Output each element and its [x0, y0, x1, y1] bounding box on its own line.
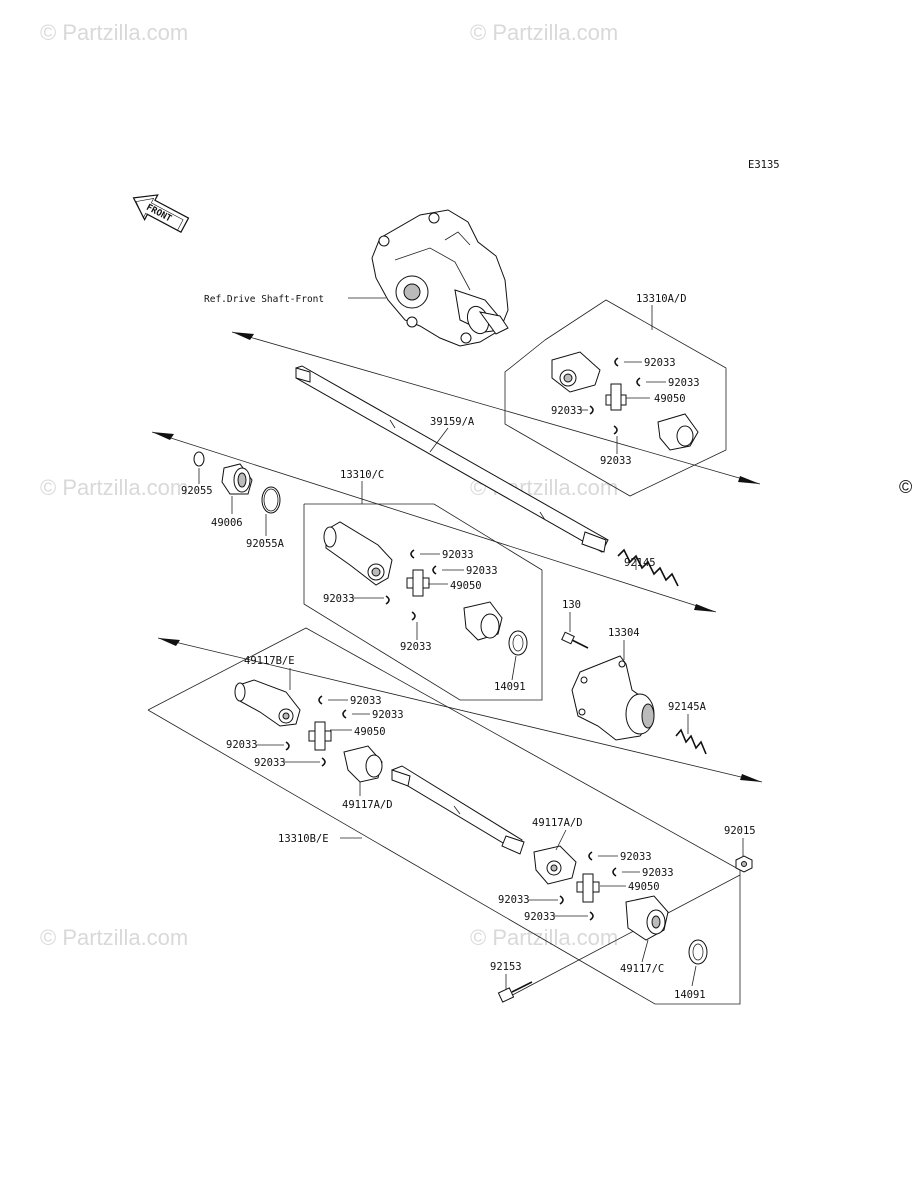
- label-14091: 14091: [494, 681, 526, 693]
- spider-d: [576, 873, 600, 903]
- label-49050: 49050: [354, 726, 386, 738]
- label-49117b-e: 49117B/E: [244, 655, 295, 667]
- label-13310b-e: 13310B/E: [278, 833, 329, 845]
- washer-14091-b: [688, 939, 708, 965]
- diagram-code: E3135: [748, 159, 780, 171]
- label-92055a: 92055A: [246, 538, 285, 550]
- watermark-text: © Partzilla.com: [470, 20, 618, 45]
- label-92145: 92145: [624, 557, 656, 569]
- final-drive-housing: [371, 209, 509, 347]
- label-92153: 92153: [490, 961, 522, 973]
- nut-92015: [735, 855, 753, 873]
- label-39159a: 39159/A: [430, 416, 475, 428]
- label-13304: 13304: [608, 627, 640, 639]
- housing-13304: [571, 655, 655, 741]
- spring-92145: [617, 548, 679, 587]
- label-92033: 92033: [442, 549, 474, 561]
- label-92015: 92015: [724, 825, 756, 837]
- shaft-yoke-c: [323, 521, 393, 586]
- label-49050: 49050: [628, 881, 660, 893]
- circlip-icon: [318, 695, 323, 705]
- circlip-icon: [432, 565, 437, 575]
- watermark-text: © Partzilla.com: [40, 475, 188, 500]
- circlip-icon: [589, 911, 594, 921]
- label-92033: 92033: [350, 695, 382, 707]
- label-49006: 49006: [211, 517, 243, 529]
- circlip-icon: [411, 611, 416, 621]
- label-92145a: 92145A: [668, 701, 707, 713]
- yoke-49117be: [234, 679, 301, 727]
- circlip-icon: [285, 741, 290, 751]
- label-92033: 92033: [642, 867, 674, 879]
- label-92033: 92033: [254, 757, 286, 769]
- circlip-icon: [342, 709, 347, 719]
- shaft-39159: [295, 365, 609, 553]
- group-box-13310c: [303, 503, 543, 701]
- label-13310c: 13310/C: [340, 469, 384, 481]
- group-box-13310b-e: [147, 627, 741, 1005]
- label-92033: 92033: [498, 894, 530, 906]
- circlip-icon: [589, 405, 594, 415]
- label-92033: 92033: [226, 739, 258, 751]
- copyright-mark: ©: [899, 477, 912, 497]
- oring-92055a: [261, 486, 281, 514]
- label-92055: 92055: [181, 485, 213, 497]
- watermark-text: © Partzilla.com: [470, 925, 618, 950]
- label-92033: 92033: [323, 593, 355, 605]
- yoke-49117ad-1: [343, 745, 383, 783]
- label-49117a-d: 49117A/D: [532, 817, 583, 829]
- label-92033: 92033: [600, 455, 632, 467]
- watermarks: © Partzilla.com © Partzilla.com © Partzi…: [40, 20, 912, 950]
- label-49117a-d: 49117A/D: [342, 799, 393, 811]
- bearing-49006: [221, 463, 253, 495]
- circlip-icon: [559, 895, 564, 905]
- axis-lines: [151, 331, 763, 1001]
- spring-92145a: [675, 728, 707, 755]
- bolt-130: [561, 631, 589, 649]
- label-49050: 49050: [654, 393, 686, 405]
- spider-b: [308, 721, 332, 751]
- label-92033: 92033: [400, 641, 432, 653]
- spider-ad: [605, 383, 627, 411]
- circlip-icon: [636, 377, 641, 387]
- label-92033: 92033: [551, 405, 583, 417]
- circlip-icon: [410, 549, 415, 559]
- circlip-icon: [612, 867, 617, 877]
- label-130: 130: [562, 599, 581, 611]
- front-arrow-icon: FRONT: [132, 194, 190, 234]
- yoke-49117c: [625, 895, 669, 941]
- washer-14091-a: [508, 630, 528, 656]
- circlip-icon: [613, 425, 618, 435]
- yoke-ad-1: [551, 351, 601, 393]
- ref-label: Ref.Drive Shaft-Front: [204, 294, 324, 305]
- watermark-text: © Partzilla.com: [40, 925, 188, 950]
- circlip-icon: [321, 757, 326, 767]
- spider-c: [406, 569, 430, 597]
- label-92033: 92033: [620, 851, 652, 863]
- circlip-icon: [614, 357, 619, 367]
- yoke-c-2: [463, 601, 503, 641]
- label-14091: 14091: [674, 989, 706, 1001]
- circlip-icon: [385, 595, 390, 605]
- yoke-ad-2: [657, 413, 699, 451]
- oring-92055: [193, 451, 205, 467]
- yoke-49117ad-2: [533, 845, 577, 885]
- label-92033: 92033: [466, 565, 498, 577]
- label-92033: 92033: [524, 911, 556, 923]
- label-92033: 92033: [644, 357, 676, 369]
- circlip-icon: [588, 851, 593, 861]
- group-box-13310a-d: [504, 299, 727, 497]
- label-92033: 92033: [372, 709, 404, 721]
- label-49050: 49050: [450, 580, 482, 592]
- shaft-b: [391, 765, 525, 855]
- bolt-92153: [497, 981, 533, 1003]
- watermark-text: © Partzilla.com: [40, 20, 188, 45]
- label-92033: 92033: [668, 377, 700, 389]
- label-13310a-d: 13310A/D: [636, 293, 687, 305]
- label-49117c: 49117/C: [620, 963, 664, 975]
